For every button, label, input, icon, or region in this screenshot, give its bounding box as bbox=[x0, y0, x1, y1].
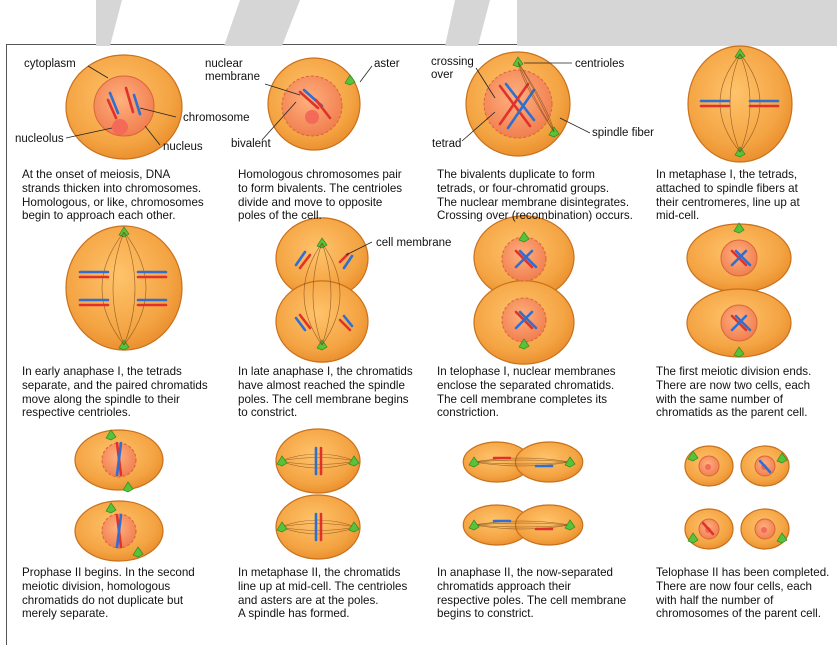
cell-prophase-2 bbox=[75, 430, 163, 561]
cell-tetrads bbox=[466, 52, 570, 156]
nucleus bbox=[282, 76, 342, 136]
cell-anaphase-2 bbox=[463, 442, 582, 545]
nucleolus bbox=[761, 527, 767, 533]
caption-tetrads: The bivalents duplicate to form tetrads,… bbox=[437, 168, 655, 223]
meiosis-illustration bbox=[0, 0, 837, 621]
caption-bivalents: Homologous chromosomes pair to form biva… bbox=[238, 168, 456, 223]
cell-first-division-ends bbox=[687, 223, 791, 357]
cell-bivalents bbox=[268, 58, 360, 150]
nucleus bbox=[484, 70, 552, 138]
nucleolus bbox=[705, 464, 711, 470]
label-bivalent: bivalent bbox=[231, 138, 271, 151]
caption-first-division-ends: The first meiotic division ends. There a… bbox=[656, 365, 834, 420]
cell-metaphase-1 bbox=[688, 46, 792, 162]
label-nucleus: nucleus bbox=[163, 141, 203, 154]
cell-body bbox=[276, 429, 360, 493]
label-crossing-over: crossing over bbox=[431, 56, 474, 81]
label-nucleolus: nucleolus bbox=[15, 133, 64, 146]
caption-anaphase-2: In anaphase II, the now-separated chroma… bbox=[437, 566, 655, 621]
label-centrioles: centrioles bbox=[575, 58, 624, 71]
cell-telophase-1 bbox=[474, 216, 574, 364]
header-banner bbox=[96, 0, 837, 46]
caption-metaphase-1: In metaphase I, the tetrads, attached to… bbox=[656, 168, 834, 223]
label-chromosome: chromosome bbox=[183, 112, 249, 125]
cell-body bbox=[276, 495, 360, 559]
cell-telophase-2 bbox=[685, 446, 789, 549]
label-aster: aster bbox=[374, 58, 400, 71]
label-spindle-fiber: spindle fiber bbox=[592, 127, 654, 140]
leader-line bbox=[360, 66, 372, 82]
caption-early-anaphase-1: In early anaphase I, the tetrads separat… bbox=[22, 365, 240, 420]
meiosis-diagram: cytoplasm chromosome nucleolus nucleus n… bbox=[0, 0, 837, 621]
caption-late-anaphase-1: In late anaphase I, the chromatids have … bbox=[238, 365, 456, 420]
cell-metaphase-2 bbox=[276, 429, 360, 559]
nucleolus bbox=[305, 110, 319, 124]
cell-early-anaphase-1 bbox=[66, 226, 182, 350]
label-cell-membrane: cell membrane bbox=[376, 237, 451, 250]
label-nuclear-membrane: nuclear membrane bbox=[205, 58, 260, 83]
nucleolus bbox=[112, 119, 128, 135]
caption-onset-of-meiosis: At the onset of meiosis, DNA strands thi… bbox=[22, 168, 240, 223]
caption-metaphase-2: In metaphase II, the chromatids line up … bbox=[238, 566, 456, 621]
caption-telophase-1: In telophase I, nuclear membranes enclos… bbox=[437, 365, 655, 420]
label-cytoplasm: cytoplasm bbox=[24, 58, 76, 71]
caption-telophase-2: Telophase II has been completed. There a… bbox=[656, 566, 837, 621]
cell-late-anaphase-1 bbox=[276, 218, 368, 362]
cell-body bbox=[688, 46, 792, 162]
label-tetrad: tetrad bbox=[432, 138, 461, 151]
caption-prophase-2: Prophase II begins. In the second meioti… bbox=[22, 566, 240, 621]
cell-body bbox=[66, 226, 182, 350]
